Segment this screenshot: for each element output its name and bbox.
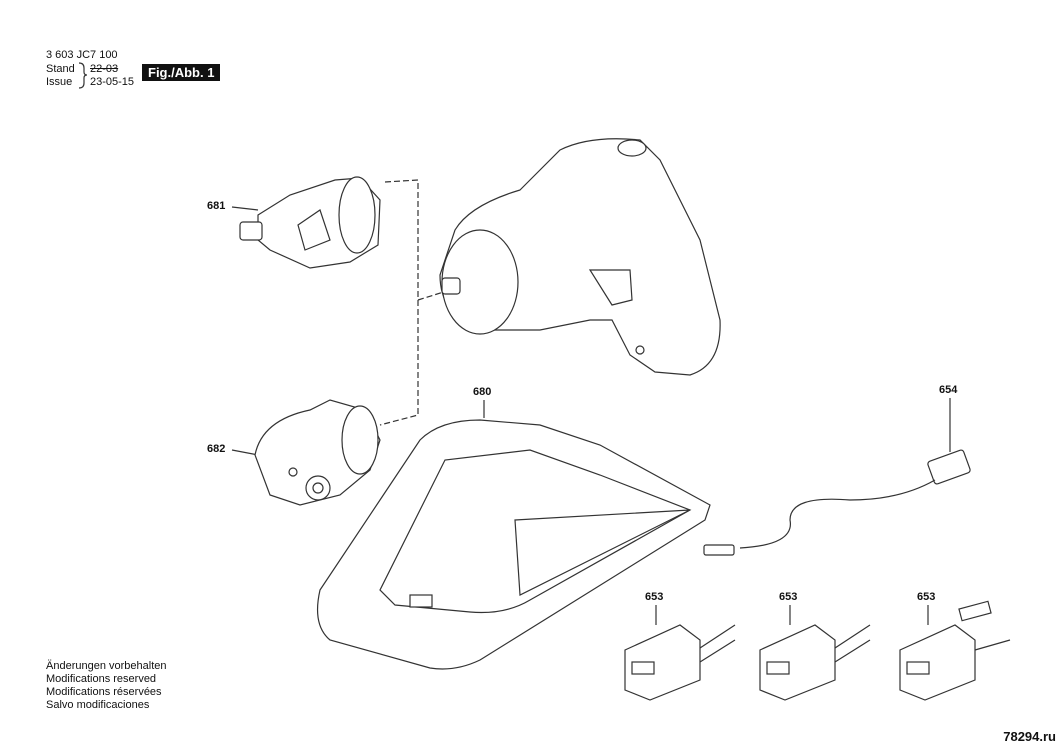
part-label-680: 680 [473, 386, 492, 398]
part-label-653-b: 653 [779, 591, 798, 603]
footer-note-es: Salvo modificaciones [46, 699, 150, 711]
part-682-drawing [254, 399, 381, 506]
issue-date: 23-05-15 [90, 76, 135, 88]
part-label-681: 681 [207, 200, 226, 212]
old-date: 22-03 [90, 63, 119, 75]
part-680-drawing [317, 419, 711, 670]
leader-lines [231, 179, 951, 625]
screwdriver-drawing [439, 138, 721, 376]
footer-note-en: Modifications reserved [46, 673, 157, 685]
part-653-uk-drawing [899, 600, 1011, 701]
part-label-654: 654 [939, 384, 958, 396]
part-653-eu-a-drawing [624, 624, 736, 701]
part-label-653-c: 653 [917, 591, 936, 603]
footer-note-de: Änderungen vorbehalten [46, 660, 167, 672]
part-653-eu-b-drawing [759, 624, 871, 701]
stand-label: Stand [46, 63, 75, 75]
part-label-653-a: 653 [645, 591, 664, 603]
part-654-drawing [703, 449, 971, 556]
part-label-682: 682 [207, 443, 226, 455]
issue-label: Issue [46, 76, 73, 88]
footer-note-fr: Modifications réservées [46, 686, 162, 698]
figure-label: Fig./Abb. 1 [142, 64, 221, 81]
brace [78, 62, 88, 89]
part-number: 3 603 JC7 100 [46, 49, 118, 61]
part-681-drawing [239, 176, 381, 269]
watermark: 78294.ru [1003, 729, 1056, 744]
